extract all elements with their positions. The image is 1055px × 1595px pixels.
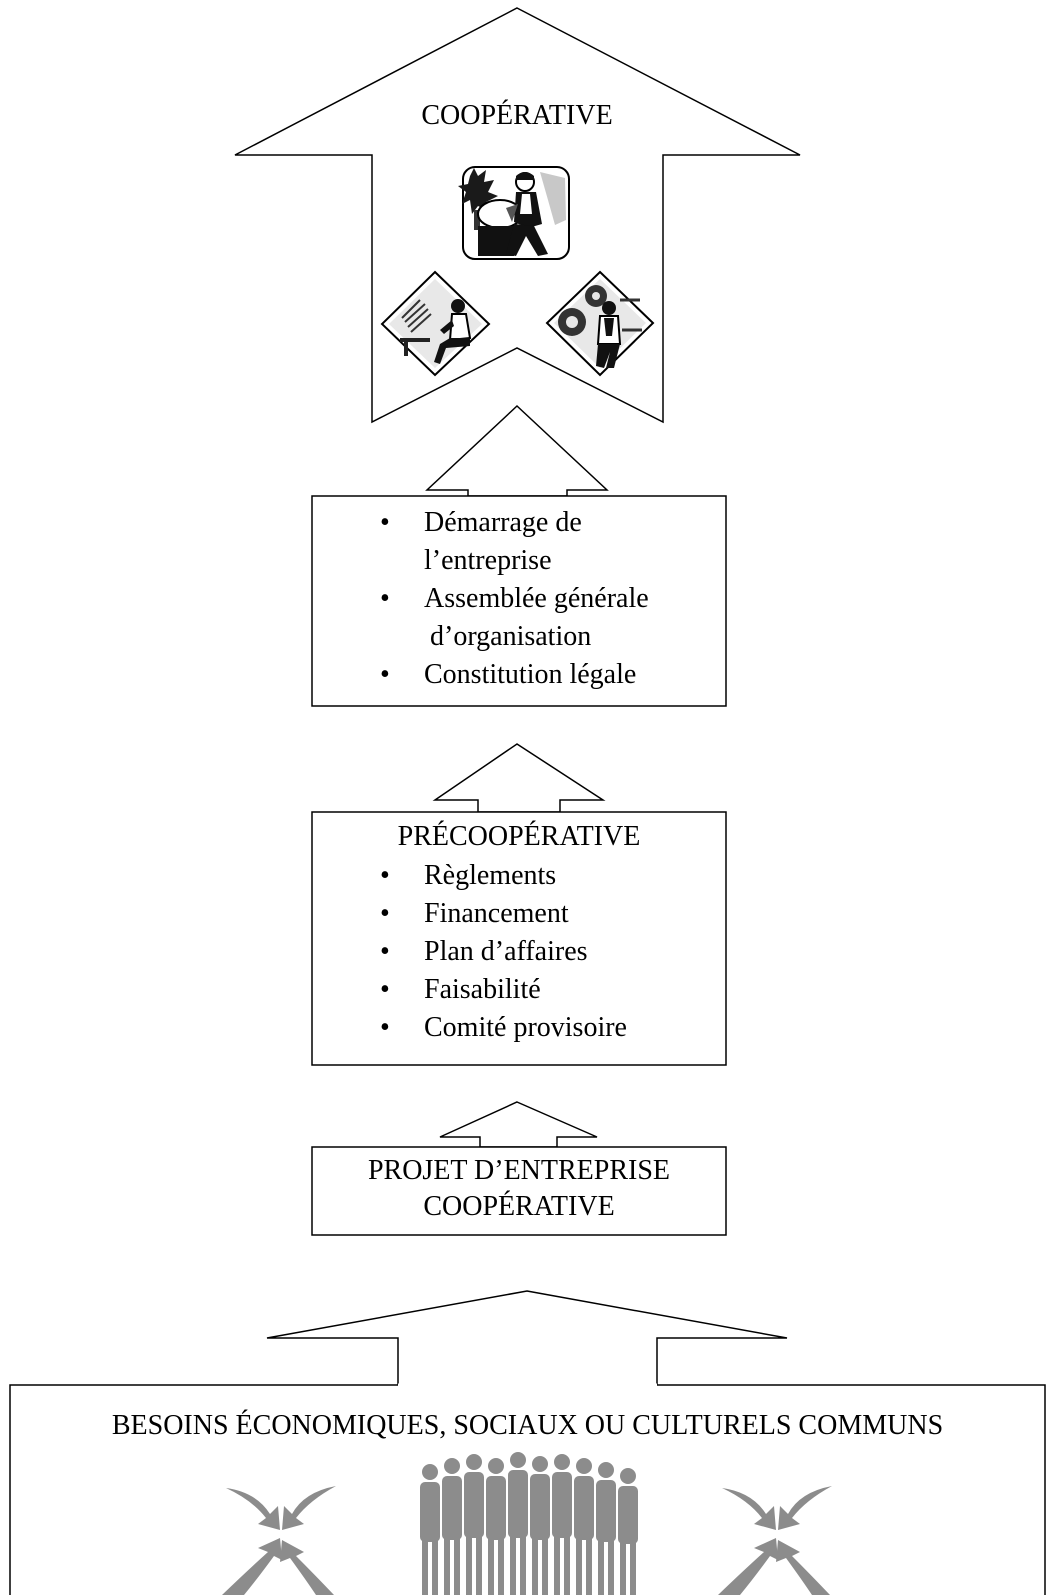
precooperative-title: PRÉCOOPÉRATIVE: [397, 821, 641, 852]
startup-list: Démarrage de l’entreprise Assemblée géné…: [376, 504, 716, 694]
startup-item-line1: Constitution légale: [424, 659, 637, 690]
project-title-line2: COOPÉRATIVE: [423, 1191, 615, 1222]
precooperative-list: Règlements Financement Plan d’affaires F…: [376, 857, 716, 1047]
project-title-line1: PROJET D’ENTREPRISE: [367, 1155, 671, 1186]
startup-item-line2: d’organisation: [430, 621, 592, 652]
list-item: Démarrage de l’entreprise: [376, 504, 716, 580]
needs-title: BESOINS ÉCONOMIQUES, SOCIAUX OU CULTUREL…: [111, 1410, 944, 1441]
list-item: Plan d’affaires: [376, 933, 716, 971]
industrial-worker-gears-icon: [545, 270, 655, 377]
cooperative-title: COOPÉRATIVE: [421, 100, 613, 131]
list-item: Financement: [376, 895, 716, 933]
startup-arrow-head: [425, 404, 609, 497]
list-item: Comité provisoire: [376, 1009, 716, 1047]
group-of-people-icon: [420, 1452, 638, 1595]
list-item: Règlements: [376, 857, 716, 895]
list-item: Assemblée générale d’organisation: [376, 580, 716, 656]
converging-arrows-icon: [718, 1486, 832, 1595]
startup-item-line1: Démarrage de: [424, 507, 582, 538]
converging-arrows-icon: [222, 1486, 336, 1595]
project-box: [311, 1146, 727, 1236]
list-item: Constitution légale: [376, 656, 716, 694]
precooperative-arrow-head: [432, 743, 606, 813]
project-arrow-head: [439, 1101, 598, 1148]
startup-item-line2: l’entreprise: [424, 545, 552, 576]
office-worker-computer-icon: [380, 270, 491, 377]
startup-item-line1: Assemblée générale: [424, 583, 649, 614]
needs-arrow-head: [266, 1290, 788, 1386]
list-item: Faisabilité: [376, 971, 716, 1009]
forestry-worker-chainsaw-icon: [458, 166, 570, 260]
